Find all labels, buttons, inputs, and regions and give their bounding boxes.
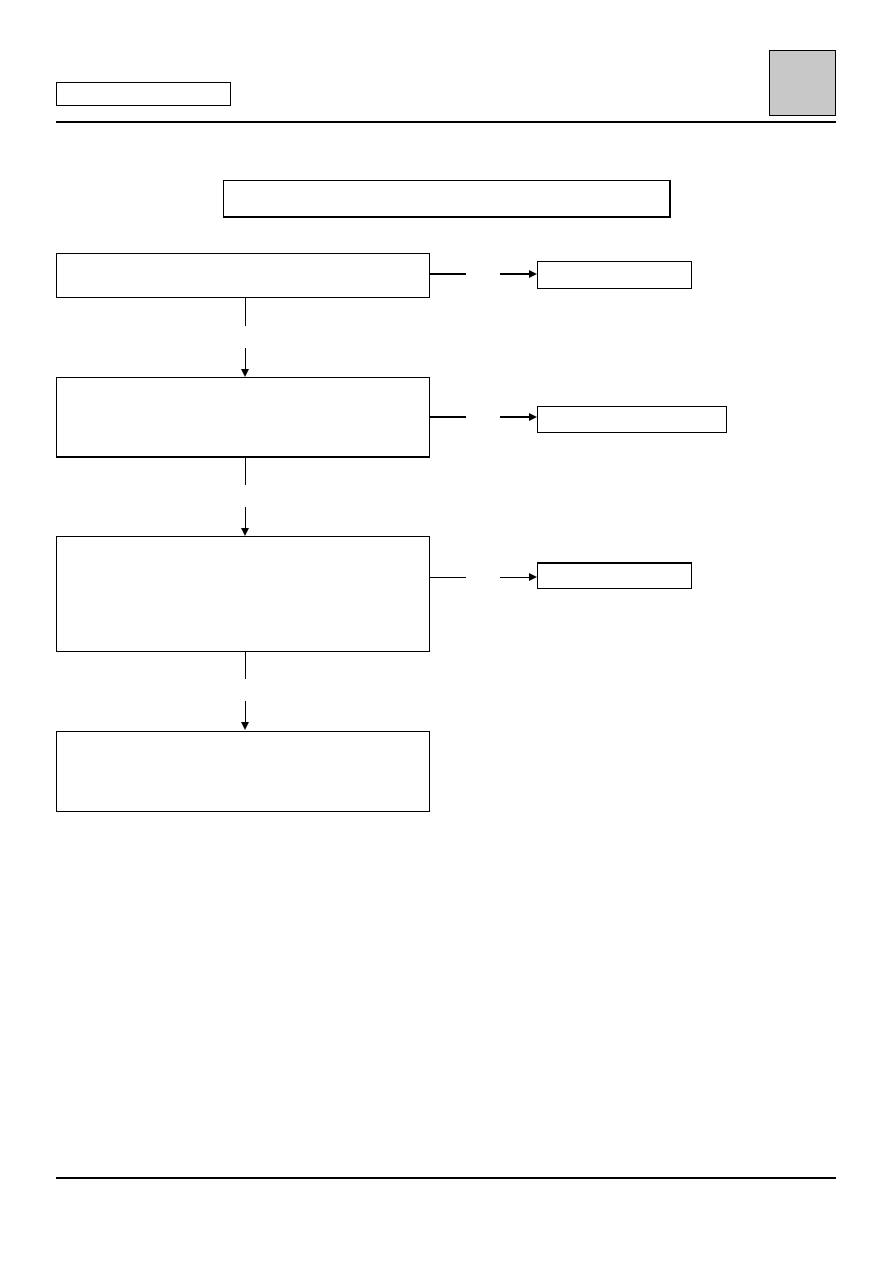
- diagram-title-box: [223, 180, 671, 218]
- step-box-2: [56, 377, 430, 458]
- branch-connector-1: [430, 273, 466, 275]
- flow-connector-3a: [245, 652, 246, 679]
- footer-rule: [56, 1177, 836, 1179]
- branch-box-2: [537, 406, 727, 433]
- chapter-tab: [769, 50, 836, 116]
- flow-connector-2b: [245, 507, 246, 529]
- flow-arrowhead-2: [241, 528, 249, 536]
- header-rule: [56, 121, 836, 123]
- step-box-1: [56, 253, 430, 298]
- flow-connector-2a: [245, 458, 246, 485]
- branch-arrow-shaft-3: [500, 577, 529, 578]
- branch-arrow-shaft-2: [500, 416, 529, 418]
- flow-connector-1b: [245, 348, 246, 370]
- branch-arrow-shaft-1: [500, 273, 529, 275]
- branch-box-1: [537, 261, 692, 289]
- flow-connector-1a: [245, 298, 246, 326]
- flow-arrowhead-3: [241, 722, 249, 730]
- flow-arrowhead-1: [241, 369, 249, 377]
- section-label-box: [56, 82, 231, 106]
- footer-text: [56, 1182, 836, 1202]
- branch-connector-2: [430, 416, 466, 418]
- branch-arrowhead-2: [529, 413, 537, 421]
- branch-arrowhead-3: [529, 573, 537, 581]
- branch-box-3: [537, 562, 692, 589]
- branch-arrowhead-1: [529, 270, 537, 278]
- flow-connector-3b: [245, 701, 246, 723]
- step-box-3: [56, 536, 430, 652]
- step-box-4: [56, 731, 430, 812]
- branch-connector-3: [430, 577, 466, 578]
